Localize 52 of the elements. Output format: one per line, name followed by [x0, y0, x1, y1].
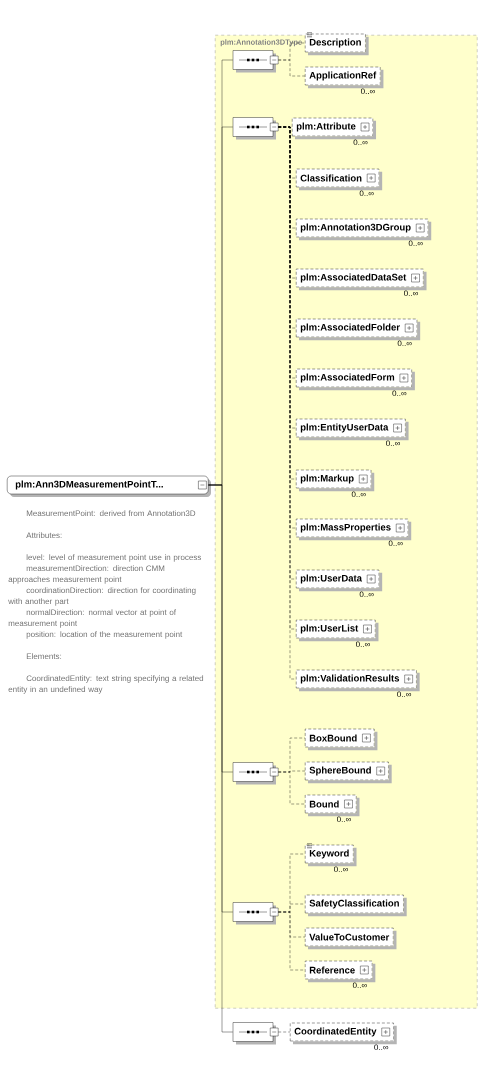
node-label: level: level of measurement point use in process [26, 554, 202, 562]
element-box: Bound [305, 794, 360, 817]
element-box: plm:UserData [296, 569, 383, 592]
element-box: Classification [296, 168, 383, 191]
connector-line [278, 59, 306, 77]
node-label: Elements: [26, 653, 62, 660]
multiplicity-label: 0..∞ [404, 290, 418, 297]
element-box: CoordinatedEntity [290, 1022, 397, 1045]
connector-line [278, 1031, 291, 1033]
element-box: plm:EntityUserData [296, 418, 409, 441]
element-box: ApplicationRef [305, 66, 384, 89]
multiplicity-label: 0..∞ [334, 866, 348, 873]
multiplicity-label: 0..∞ [351, 491, 366, 498]
element-box: plm:ValidationResults [296, 669, 420, 692]
element-box: Description [305, 33, 369, 56]
multiplicity-label: 0..∞ [392, 390, 407, 397]
element-box: plm:AssociatedDataSet [296, 268, 427, 291]
element-box: BoxBound [305, 728, 378, 751]
multiplicity-label: 0..∞ [388, 540, 403, 547]
root-element-box: plm:Ann3DMeasurementPointT... [7, 475, 211, 497]
element-box: plm:AssociatedForm [296, 368, 415, 391]
multiplicity-label: 0..∞ [397, 340, 412, 347]
connector-line [278, 911, 306, 971]
multiplicity-label: 0..∞ [397, 691, 412, 698]
node-label: Attributes: [26, 532, 62, 539]
connector-line [208, 484, 233, 1033]
element-box: plm:MassProperties [296, 518, 412, 541]
element-box: plm:AssociatedFolder [296, 318, 421, 341]
element-box: plm:Markup [296, 469, 375, 492]
multiplicity-label: 0..∞ [360, 88, 375, 95]
multiplicity-label: 0..∞ [353, 139, 368, 146]
element-box: plm:UserList [296, 619, 379, 642]
element-box: SphereBound [305, 761, 392, 784]
documentation-text: MeasurementPoint: derived from Annotation3D Attributes: level: level of measurement point use in process measurementDirection: direction CMM approaches measurement point coordinationDirection: direction for coordinating with another part normalDirection: normal vector at point of measurement point position: location of the measurement point Elements: CoordinatedEntity: text string specifying a related entity in an undefined way [8, 510, 204, 694]
multiplicity-label: 0..∞ [337, 816, 351, 823]
element-box: ValueToCustomer [305, 927, 397, 950]
multiplicity-label: 0..∞ [374, 1044, 389, 1051]
multiplicity-label: 0..∞ [356, 641, 370, 648]
node-label: MeasurementPoint: derived from Annotation3D [26, 510, 196, 517]
multiplicity-label: 0..∞ [386, 440, 400, 447]
node-label: position: location of the measurement point [26, 631, 183, 639]
element-box: plm:Attribute [292, 117, 377, 140]
multiplicity-label: 0..∞ [359, 591, 374, 598]
element-box: plm:Annotation3DGroup [296, 218, 432, 241]
element-box: SafetyClassification [305, 894, 407, 917]
multiplicity-label: 0..∞ [408, 240, 423, 247]
node-label: CoordinatedEntity: text string specifying a related entity in an undefined way [8, 675, 204, 694]
element-box: Reference [305, 960, 376, 983]
connector-line [278, 771, 306, 805]
multiplicity-label: 0..∞ [352, 982, 367, 989]
multiplicity-label: 0..∞ [359, 190, 374, 197]
element-box: Keyword [305, 844, 357, 867]
